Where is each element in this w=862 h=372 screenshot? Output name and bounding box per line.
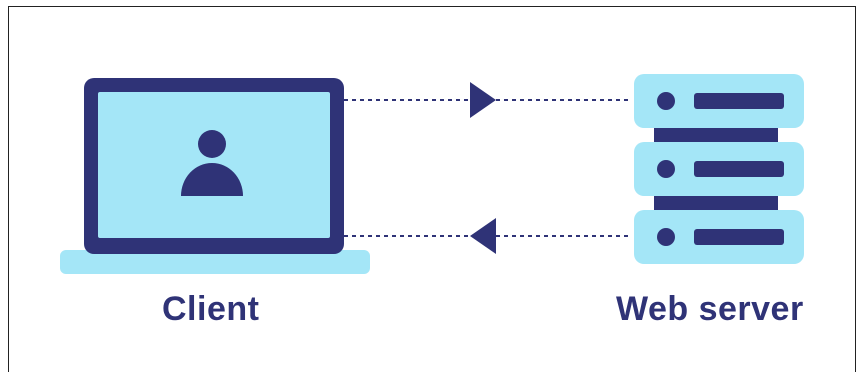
server-slot (694, 229, 784, 245)
server-icon (634, 74, 804, 264)
user-icon (181, 130, 243, 196)
laptop-base (60, 250, 370, 274)
server-led (657, 160, 675, 178)
left-arrow-head (470, 218, 496, 254)
right-arrow-head (470, 82, 496, 118)
server-slot (694, 93, 784, 109)
user-head (198, 130, 226, 158)
web-server-label: Web server (616, 290, 804, 328)
server-unit (634, 74, 804, 128)
client-label: Client (162, 290, 260, 328)
request-arrow (344, 82, 632, 118)
server-unit (634, 142, 804, 196)
server-slot (694, 161, 784, 177)
server-led (657, 228, 675, 246)
server-unit (634, 210, 804, 264)
server-led (657, 92, 675, 110)
response-arrow (344, 218, 632, 254)
user-body (181, 163, 243, 196)
